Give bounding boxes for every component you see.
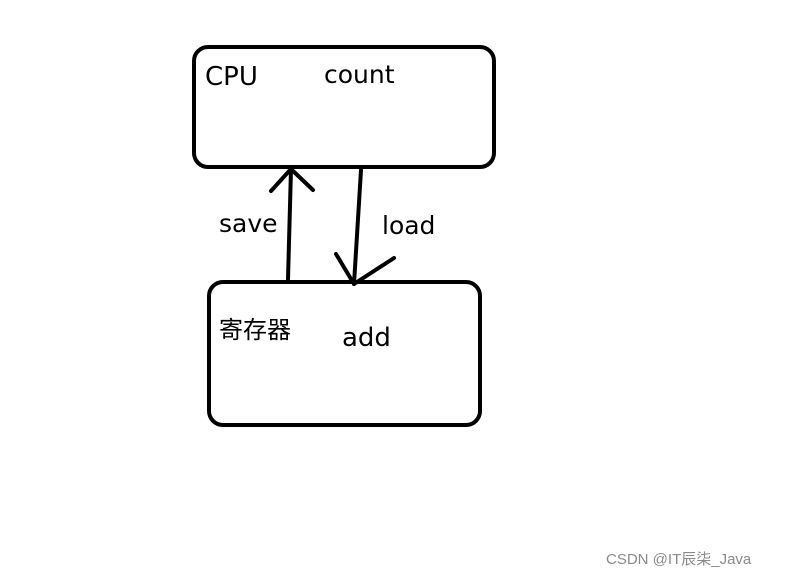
register-title-label: 寄存器	[219, 316, 291, 344]
cpu-content-label: count	[324, 60, 395, 89]
cpu-box	[192, 45, 496, 169]
cpu-title-label: CPU	[205, 62, 258, 92]
load-arrow-head	[334, 252, 396, 286]
load-arrow-shaft	[352, 168, 363, 286]
register-box	[207, 280, 482, 427]
save-edge-label: save	[219, 209, 278, 238]
save-arrow-shaft	[286, 167, 293, 281]
save-arrow-head	[269, 167, 315, 193]
save-arrow	[269, 167, 315, 281]
watermark-text: CSDN @IT辰柒_Java	[606, 551, 752, 568]
load-arrow	[334, 168, 396, 286]
load-edge-label: load	[382, 211, 436, 240]
register-content-label: add	[342, 323, 391, 353]
